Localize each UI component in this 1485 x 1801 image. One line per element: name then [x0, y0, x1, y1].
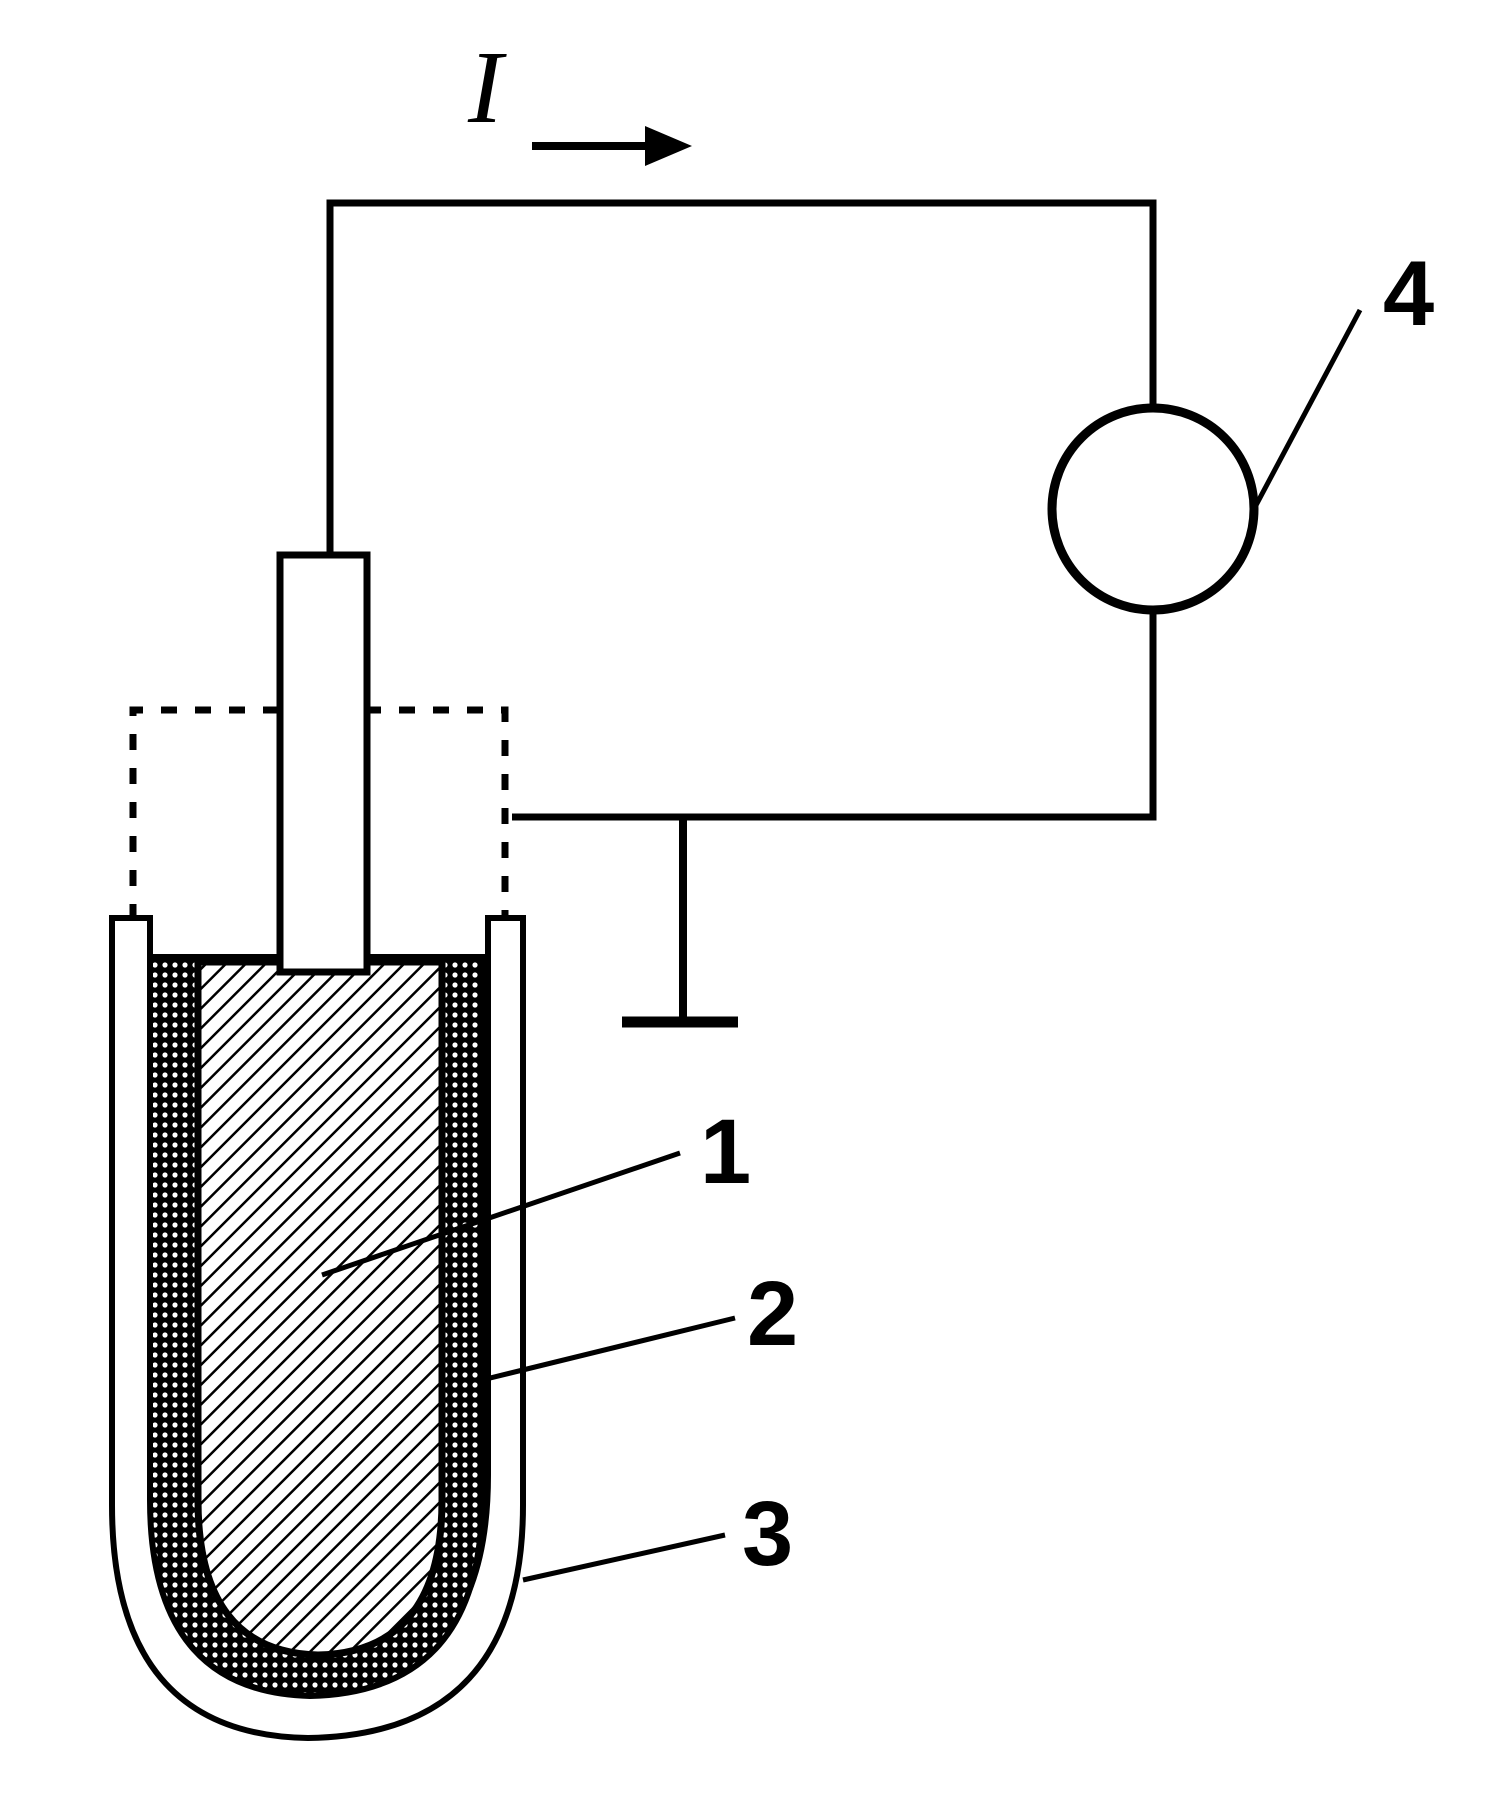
part-label-4: 4	[1383, 243, 1434, 345]
part-label-3: 3	[742, 1483, 793, 1585]
leader-line-4	[1251, 308, 1363, 511]
circuit-wire-upper	[326, 199, 1157, 555]
current-label: I	[467, 30, 507, 145]
part-label-2: 2	[747, 1263, 798, 1365]
current-collector-rod	[276, 551, 371, 976]
current-arrow	[532, 126, 692, 166]
leader-line-3	[522, 1532, 726, 1583]
leader-line-1	[321, 1150, 681, 1278]
leader-line-2	[481, 1315, 736, 1383]
dashed-cap-outline	[129, 706, 509, 920]
meter-circle	[1047, 403, 1259, 615]
ground-symbol	[622, 817, 738, 1028]
electrode-material	[194, 958, 446, 1659]
circuit-wire-lower	[512, 613, 1157, 821]
part-label-1: 1	[700, 1101, 751, 1203]
